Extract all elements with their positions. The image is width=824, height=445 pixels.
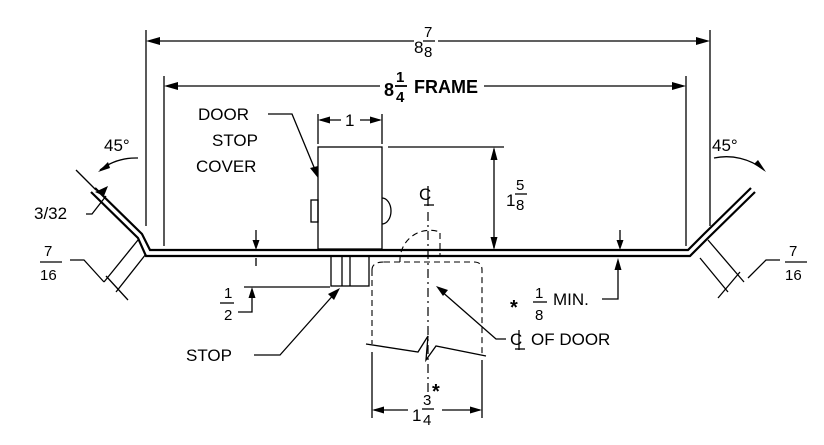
right-angle-label: 45° [712, 136, 738, 155]
right-return-dimension [699, 239, 780, 299]
door-thickness-num: 3 [423, 392, 431, 409]
min-clearance-num: 1 [535, 285, 543, 302]
overall-dim-whole: 8 [414, 38, 423, 57]
door-centerline-label: OF DOOR [531, 330, 610, 349]
left-angle-label: 45° [104, 136, 130, 155]
min-clearance-asterisk: * [510, 297, 518, 319]
stop-height-num: 5 [516, 177, 524, 194]
stop-depth-dimension [238, 286, 330, 313]
stop-depth-den: 2 [224, 307, 232, 324]
overall-dim-num: 7 [424, 24, 432, 41]
stop-leader [254, 288, 340, 356]
door-stop-cover-line-1: DOOR [198, 105, 249, 124]
overall-dim-den: 8 [424, 44, 432, 61]
cover-width-value: 1 [345, 111, 354, 130]
centerline-symbol-top: C [419, 185, 431, 204]
stop-height-whole: 1 [506, 191, 515, 210]
left-angle-dimension [98, 157, 139, 172]
right-angle-dimension [713, 156, 766, 172]
door-stop-cover-box [310, 146, 392, 250]
min-clearance-den: 8 [535, 307, 543, 324]
door-centerline-symbol: C [510, 330, 522, 349]
min-clearance-suffix: MIN. [553, 290, 589, 309]
frame-dim-den: 4 [396, 89, 405, 106]
frame-dimension [163, 76, 687, 246]
frame-thickness-ticks [252, 230, 624, 266]
frame-dim-whole: 8 [384, 80, 394, 100]
left-return-dimension [70, 239, 147, 301]
door-stop-cover-leader [268, 113, 318, 178]
frame-dim-num: 1 [396, 69, 404, 86]
metal-thickness-label: 3/32 [34, 204, 67, 223]
frame-dim-suffix: FRAME [414, 77, 478, 97]
overall-dimension [145, 30, 711, 226]
cover-width-dimension [317, 114, 383, 144]
min-clearance-leader [602, 258, 622, 300]
door-centerline-leader [436, 286, 506, 340]
left-return-num: 7 [44, 243, 52, 260]
door-stop-cover-line-3: COVER [196, 157, 256, 176]
right-return-num: 7 [789, 243, 797, 260]
metal-thickness-leader [75, 169, 108, 215]
frame-profile [90, 187, 756, 258]
right-return-den: 16 [785, 267, 802, 284]
door-thickness-whole: 1 [412, 406, 421, 425]
door-thickness-asterisk: * [432, 381, 440, 403]
left-return-den: 16 [40, 267, 57, 284]
stop-height-den: 8 [516, 197, 524, 214]
stop-label: STOP [186, 346, 232, 365]
stop-depth-num: 1 [224, 285, 232, 302]
door-thickness-den: 4 [423, 412, 431, 429]
door-phantom [365, 229, 487, 363]
stop-height-dimension [388, 146, 504, 250]
stop-block [330, 255, 370, 287]
door-thickness-dimension [371, 352, 483, 418]
door-stop-cover-line-2: STOP [212, 131, 258, 150]
